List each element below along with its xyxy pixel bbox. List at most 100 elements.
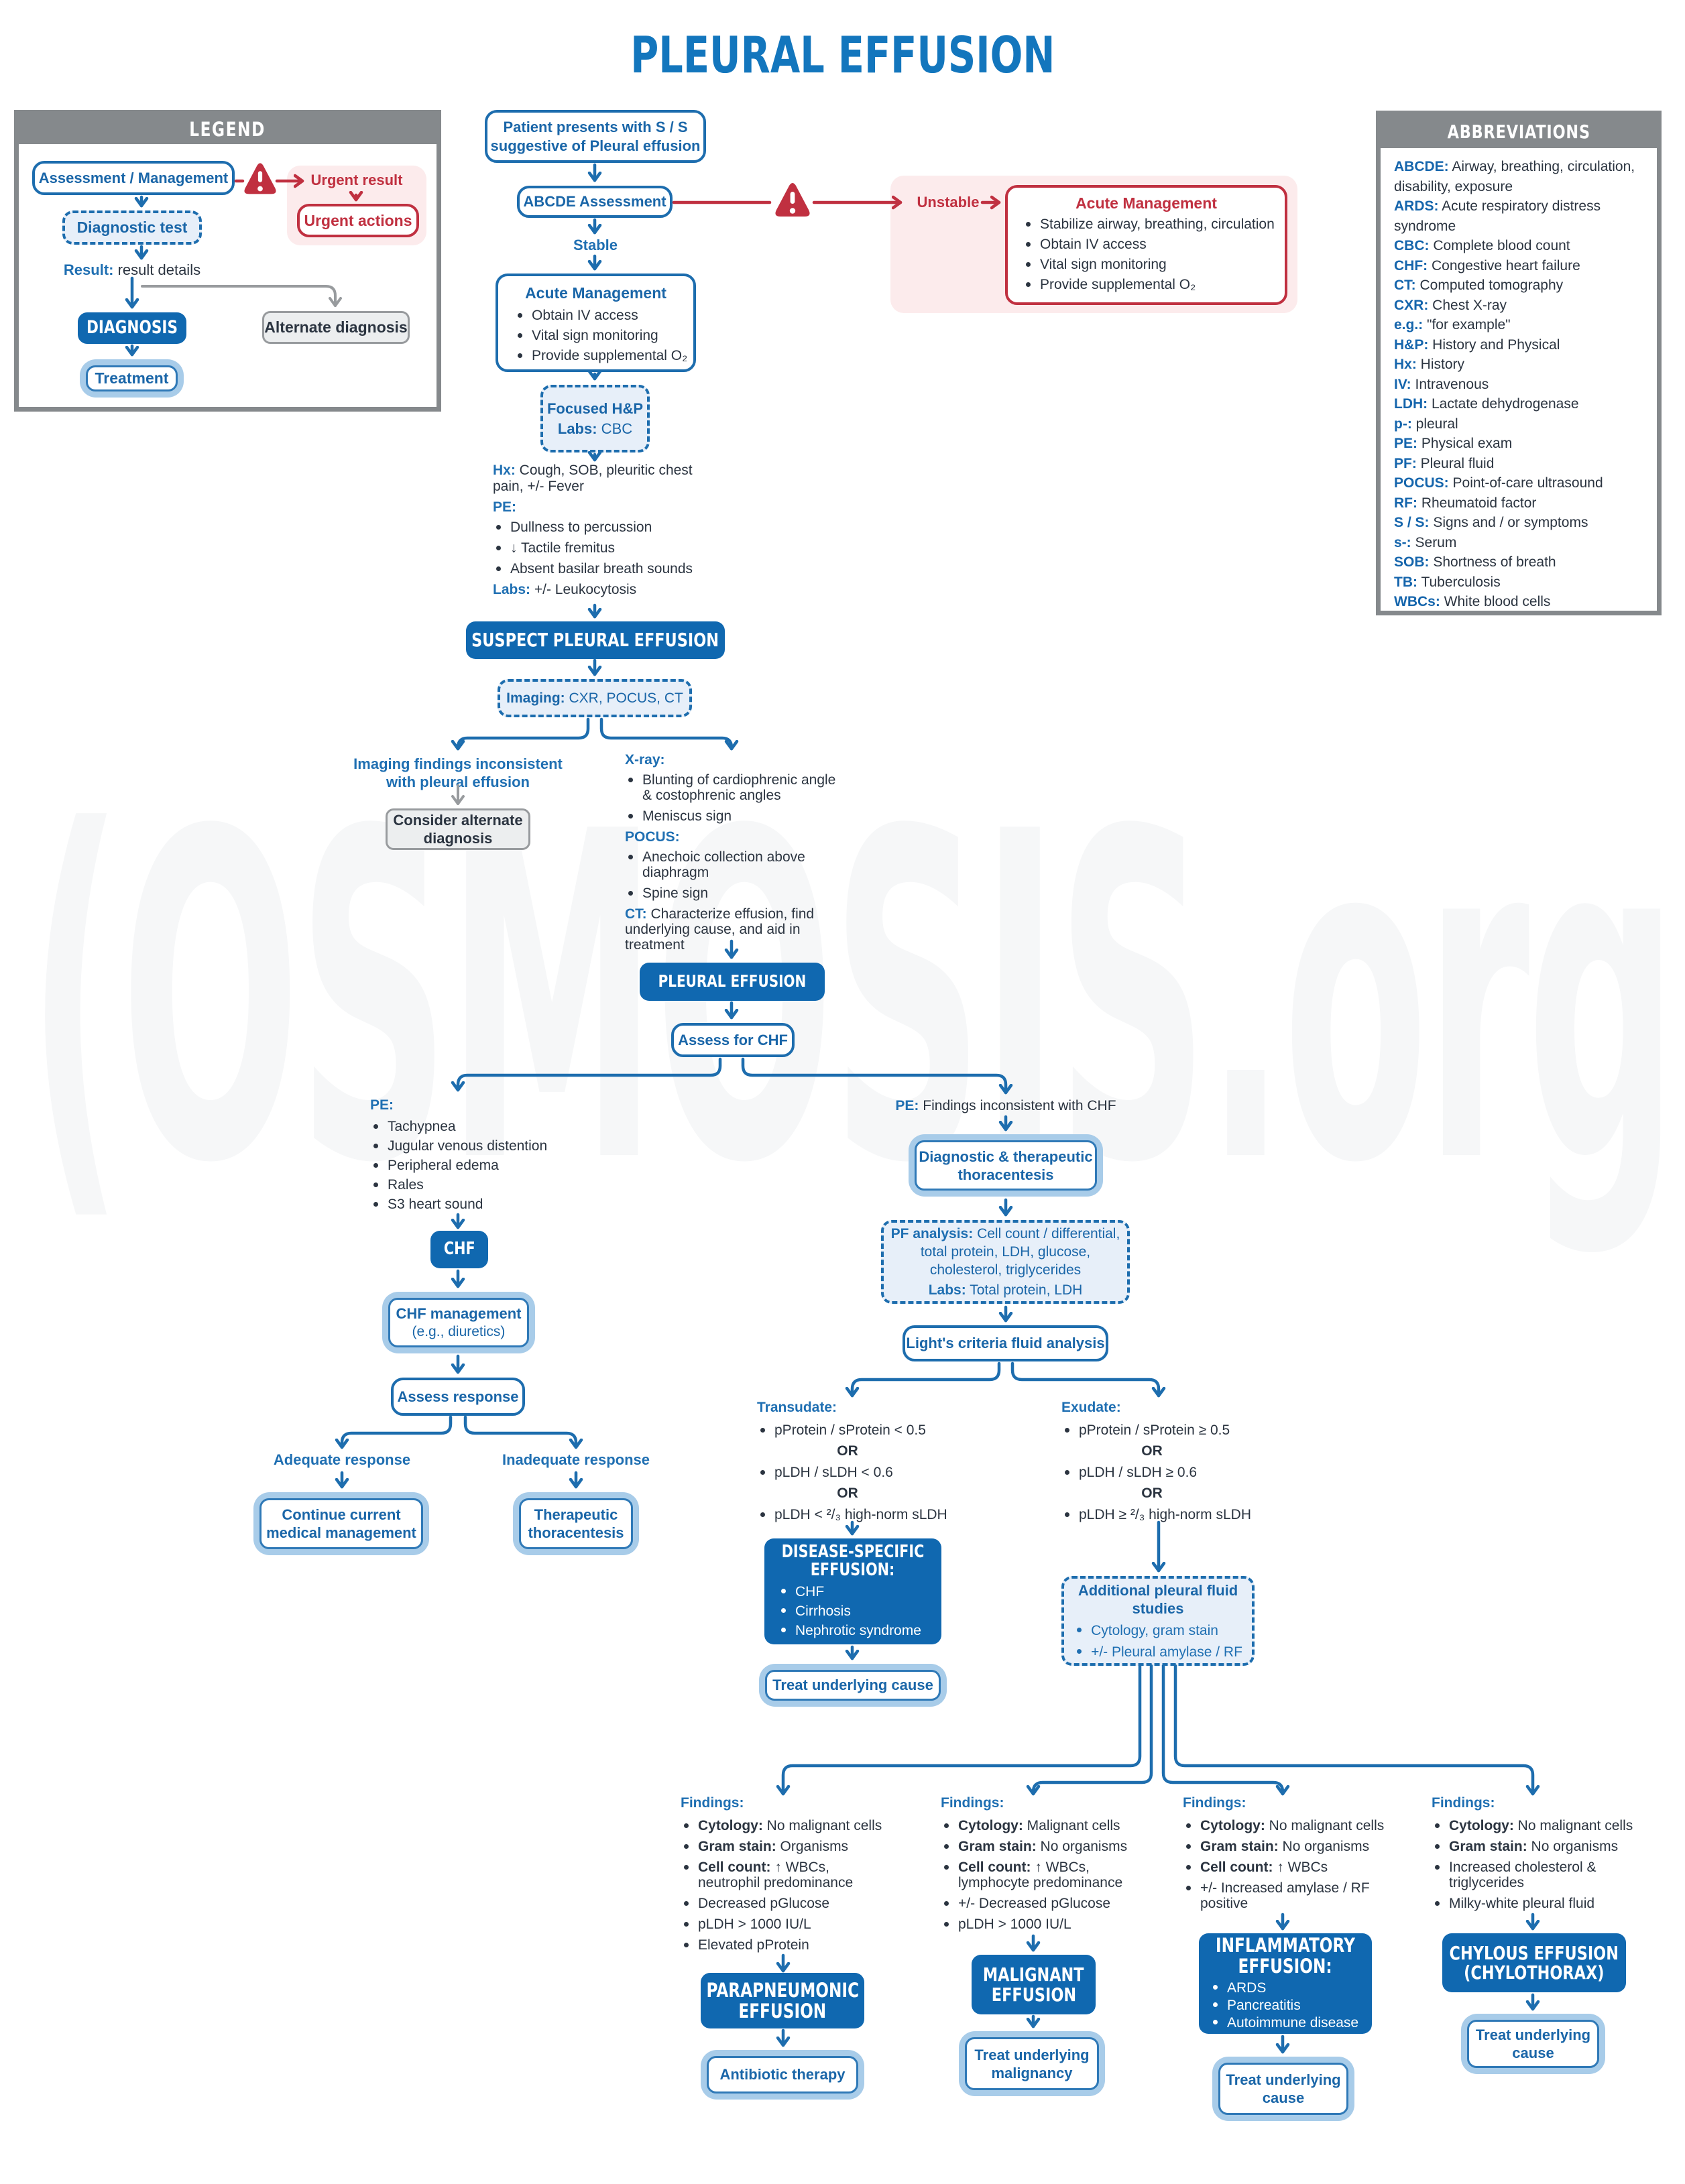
bullet: Jugular venous distention bbox=[370, 1138, 565, 1154]
adequate-response-label: Adequate response bbox=[273, 1451, 411, 1468]
consider-alternate-box: Consider alternate diagnosis bbox=[386, 808, 530, 850]
bullet: S3 heart sound bbox=[370, 1197, 565, 1212]
bullet: pProtein / sProtein < 0.5 bbox=[757, 1422, 958, 1438]
abcde-assessment-box: ABCDE Assessment bbox=[517, 186, 673, 218]
abbreviations-list: ABCDE: Airway, breathing, circulation, d… bbox=[1381, 148, 1657, 612]
bullet: Cytology: No malignant cells bbox=[681, 1818, 883, 1833]
parapneumonic-findings-block: Findings: Cytology: No malignant cells G… bbox=[681, 1795, 883, 1953]
lights-criteria-box: Light's criteria fluid analysis bbox=[903, 1325, 1108, 1361]
inflammatory-findings-block: Findings: Cytology: No malignant cells G… bbox=[1183, 1795, 1385, 1911]
bullet: Provide supplemental O₂ bbox=[1023, 277, 1285, 292]
legend-result-line: Result: result details bbox=[63, 261, 201, 278]
bullet: CHF bbox=[778, 1583, 921, 1601]
bullet: Cytology: No malignant cells bbox=[1183, 1818, 1385, 1833]
bullet: pLDH / sLDH < 0.6 bbox=[757, 1465, 958, 1480]
bullet: Anechoic collection above diaphragm bbox=[625, 849, 839, 880]
bullet: Dullness to percussion bbox=[493, 520, 701, 535]
abbreviation-item: p-: pleural bbox=[1394, 416, 1458, 432]
inflammatory-effusion-box: INFLAMMATORY EFFUSION: ARDS Pancreatitis… bbox=[1199, 1933, 1372, 2034]
legend-alternate-box: Alternate diagnosis bbox=[262, 311, 410, 344]
abbreviation-item: CHF: Congestive heart failure bbox=[1394, 257, 1580, 274]
bullet: Cell count: ↑ WBCs, lymphocyte predomina… bbox=[941, 1860, 1142, 1890]
abbreviations-header: ABBREVIATIONS bbox=[1381, 115, 1657, 148]
bullet: Meniscus sign bbox=[625, 808, 839, 824]
abbreviation-item: H&P: History and Physical bbox=[1394, 337, 1560, 353]
focused-hp-box: Focused H&P Labs: CBC bbox=[540, 385, 650, 452]
bullet: pLDH / sLDH ≥ 0.6 bbox=[1061, 1465, 1269, 1480]
bullet: pLDH > 1000 IU/L bbox=[681, 1917, 883, 1932]
continue-management-box: Continue current medical management bbox=[253, 1492, 429, 1555]
abbreviation-item: e.g.: "for example" bbox=[1394, 317, 1511, 332]
bullet: Rales bbox=[370, 1177, 565, 1193]
bullet: Cell count: ↑ WBCs, neutrophil predomina… bbox=[681, 1860, 883, 1890]
bullet: ↓ Tactile fremitus bbox=[493, 540, 701, 556]
legend-assessment-box: Assessment / Management bbox=[32, 161, 235, 195]
stable-label: Stable bbox=[573, 237, 618, 253]
osmosis-watermark: (OSMOSIS.org bbox=[27, 737, 1678, 1262]
bullet: Gram stain: No organisms bbox=[941, 1839, 1142, 1854]
abbreviation-item: PF: Pleural fluid bbox=[1394, 455, 1495, 471]
pleural-effusion-box: PLEURAL EFFUSION bbox=[640, 963, 825, 1001]
bullet: Cytology, gram stain bbox=[1073, 1622, 1242, 1640]
legend-panel: LEGEND bbox=[14, 110, 441, 412]
abbreviation-item: SOB: Shortness of breath bbox=[1394, 554, 1556, 570]
malignant-effusion-box: MALIGNANT EFFUSION bbox=[972, 1955, 1096, 2014]
legend-diagnostic-test-box: Diagnostic test bbox=[62, 210, 202, 245]
bullet: Gram stain: No organisms bbox=[1183, 1839, 1385, 1854]
patient-presents-box: Patient presents with S / S suggestive o… bbox=[485, 110, 706, 163]
bullet: Provide supplemental O₂ bbox=[514, 348, 693, 363]
legend-diagnosis-box: DIAGNOSIS bbox=[78, 312, 186, 344]
bullet: Spine sign bbox=[625, 886, 839, 901]
bullet: ARDS bbox=[1210, 1980, 1358, 1997]
bullet: Gram stain: No organisms bbox=[1432, 1839, 1637, 1854]
bullet: Absent basilar breath sounds bbox=[493, 561, 701, 577]
imaging-findings-block: X-ray: Blunting of cardiophrenic angle &… bbox=[625, 752, 839, 953]
bullet: +/- Pleural amylase / RF bbox=[1073, 1644, 1242, 1661]
bullet: Peripheral edema bbox=[370, 1158, 565, 1173]
chylous-effusion-box: CHYLOUS EFFUSION (CHYLOTHORAX) bbox=[1442, 1933, 1626, 1992]
bullet: Gram stain: Organisms bbox=[681, 1839, 883, 1854]
chf-management-box: CHF management (e.g., diuretics) bbox=[382, 1292, 535, 1353]
parapneumonic-effusion-box: PARAPNEUMONIC EFFUSION bbox=[701, 1973, 864, 2028]
chf-findings-block: PE: Tachypnea Jugular venous distention … bbox=[370, 1097, 565, 1216]
pf-analysis-box: PF analysis: Cell count / differential, … bbox=[881, 1220, 1130, 1304]
bullet: Blunting of cardiophrenic angle & costop… bbox=[625, 772, 839, 803]
bullet: Obtain IV access bbox=[514, 308, 693, 323]
exudate-block: Exudate: pProtein / sProtein ≥ 0.5 OR pL… bbox=[1061, 1400, 1269, 1528]
assess-for-chf-box: Assess for CHF bbox=[671, 1023, 795, 1057]
abbreviation-item: LDH: Lactate dehydrogenase bbox=[1394, 396, 1579, 412]
additional-studies-box: Additional pleural fluid studies Cytolog… bbox=[1061, 1576, 1255, 1666]
abbreviation-item: S / S: Signs and / or symptoms bbox=[1394, 515, 1588, 530]
bullet: pLDH ≥ ²/₃ high-norm sLDH bbox=[1061, 1507, 1269, 1522]
bullet: Tachypnea bbox=[370, 1119, 565, 1134]
legend-treatment-box: Treatment bbox=[80, 359, 184, 398]
disease-specific-effusion-box: DISEASE-SPECIFIC EFFUSION: CHF Cirrhosis… bbox=[764, 1538, 941, 1644]
abbreviation-item: ABCDE: Airway, breathing, circulation, d… bbox=[1394, 159, 1635, 194]
bullet: Milky-white pleural fluid bbox=[1432, 1896, 1637, 1911]
diagnostic-thoracentesis-box: Diagnostic & therapeutic thoracentesis bbox=[909, 1134, 1103, 1197]
bullet: Cytology: Malignant cells bbox=[941, 1818, 1142, 1833]
bullet: Obtain IV access bbox=[1023, 237, 1285, 252]
bullet: +/- Increased amylase / RF positive bbox=[1183, 1880, 1385, 1911]
abbreviation-item: IV: Intravenous bbox=[1394, 376, 1489, 392]
therapeutic-thoracentesis-box: Therapeutic thoracentesis bbox=[513, 1492, 639, 1555]
legend-urgent-result: Urgent result bbox=[310, 172, 403, 188]
chf-box: CHF bbox=[430, 1231, 488, 1268]
legend-header: LEGEND bbox=[19, 115, 437, 144]
abbreviations-panel: ABBREVIATIONS ABCDE: Airway, breathing, … bbox=[1376, 111, 1662, 615]
bullet: Cytology: No malignant cells bbox=[1432, 1818, 1637, 1833]
abbreviation-item: TB: Tuberculosis bbox=[1394, 574, 1501, 590]
abbreviation-item: CBC: Complete blood count bbox=[1394, 238, 1570, 253]
abbreviation-item: WBCs: White blood cells bbox=[1394, 594, 1551, 609]
abbreviation-item: POCUS: Point-of-care ultrasound bbox=[1394, 475, 1603, 491]
chylous-findings-block: Findings: Cytology: No malignant cells G… bbox=[1432, 1795, 1637, 1917]
page-title: PLEURAL EFFUSION bbox=[630, 25, 1055, 84]
pe-inconsistent-label: PE: Findings inconsistent with CHF bbox=[895, 1098, 1116, 1113]
bullet: Stabilize airway, breathing, circulation bbox=[1023, 217, 1285, 232]
bullet: +/- Decreased pGlucose bbox=[941, 1896, 1142, 1911]
bullet: pLDH > 1000 IU/L bbox=[941, 1917, 1142, 1932]
abbreviation-item: s-: Serum bbox=[1394, 534, 1457, 550]
acute-management-stable-box: Acute Management Obtain IV access Vital … bbox=[496, 274, 696, 372]
treat-underlying-cause-box: Treat underlying cause bbox=[759, 1664, 947, 1707]
